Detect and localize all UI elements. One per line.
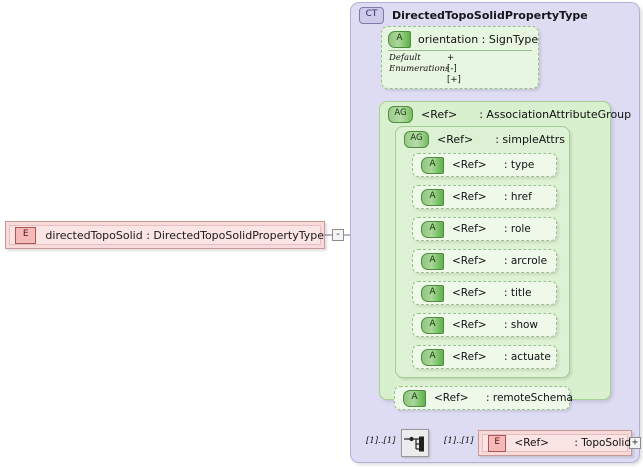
facet-key: Enumerations bbox=[389, 64, 450, 74]
child-element-label: <Ref> : TopoSolid bbox=[514, 437, 631, 449]
type-text: : title bbox=[504, 287, 532, 299]
attribute-label: <Ref> : remoteSchema bbox=[434, 392, 573, 404]
type-text: : TopoSolid bbox=[574, 437, 631, 449]
attribute-row-href[interactable]: A <Ref> : href bbox=[412, 185, 557, 209]
attribute-badge: A bbox=[421, 316, 444, 334]
attribute-row-show[interactable]: A <Ref> : show bbox=[412, 313, 557, 337]
attribute-row-title[interactable]: A <Ref> : title bbox=[412, 281, 557, 305]
attribute-label: <Ref> : type bbox=[452, 159, 534, 171]
ref-text: <Ref> bbox=[452, 159, 487, 171]
type-text: : type bbox=[504, 159, 535, 171]
type-text: : remoteSchema bbox=[486, 392, 573, 404]
facet-key bbox=[389, 75, 447, 86]
attribute-row-actuate[interactable]: A <Ref> : actuate bbox=[412, 345, 557, 369]
ref-text: <Ref> bbox=[452, 351, 487, 363]
complex-type-title: DirectedTopoSolidPropertyType bbox=[392, 9, 588, 22]
type-text: : simpleAttrs bbox=[495, 133, 565, 146]
element-badge: E bbox=[488, 434, 507, 452]
ref-text: <Ref> bbox=[514, 437, 549, 449]
divider bbox=[388, 50, 532, 51]
attribute-badge: A bbox=[421, 156, 444, 174]
type-text: : href bbox=[504, 191, 532, 203]
complex-type-badge: CT bbox=[359, 7, 384, 24]
type-text: : AssociationAttributeGroup bbox=[479, 108, 632, 121]
orientation-facets: Default + Enumerations [-] [+] bbox=[389, 53, 461, 86]
attribute-label: <Ref> : arcrole bbox=[452, 255, 547, 267]
attribute-group-badge: AG bbox=[388, 106, 413, 123]
complex-type-header: CT DirectedTopoSolidPropertyType bbox=[359, 7, 588, 24]
attribute-badge: A bbox=[388, 31, 411, 48]
attribute-group-simple-attrs-header: AG <Ref> : simpleAttrs bbox=[404, 131, 565, 148]
facet-row: Default + bbox=[389, 53, 461, 64]
ref-text: <Ref> bbox=[452, 223, 487, 235]
attribute-label: <Ref> : title bbox=[452, 287, 531, 299]
expand-toggle-toposolid[interactable]: + bbox=[629, 437, 641, 449]
collapse-toggle-root[interactable]: - bbox=[332, 229, 344, 241]
attribute-group-association-header: AG <Ref> : AssociationAttributeGroup bbox=[388, 106, 631, 123]
attribute-row-remote-schema[interactable]: A <Ref> : remoteSchema bbox=[394, 386, 573, 410]
attribute-group-badge: AG bbox=[404, 131, 429, 148]
ref-text: <Ref> bbox=[452, 319, 487, 331]
facet-value: + bbox=[447, 53, 455, 63]
root-element-inner-fill bbox=[9, 225, 321, 245]
facet-value: [+] bbox=[447, 75, 461, 85]
ref-text: <Ref> bbox=[434, 392, 469, 404]
ref-text: <Ref> bbox=[452, 191, 487, 203]
attribute-badge: A bbox=[421, 348, 444, 366]
cardinality-label-left: [1]..[1] bbox=[366, 436, 396, 446]
attribute-label: <Ref> : role bbox=[452, 223, 531, 235]
type-text: : show bbox=[504, 319, 539, 331]
type-text: : arcrole bbox=[504, 255, 548, 267]
root-element-label: directedTopoSolid : DirectedTopoSolidPro… bbox=[45, 228, 324, 242]
attribute-row-arcrole[interactable]: A <Ref> : arcrole bbox=[412, 249, 557, 273]
attribute-label: <Ref> : show bbox=[452, 319, 538, 331]
attribute-group-simple-attrs-label: <Ref> : simpleAttrs bbox=[437, 133, 565, 146]
ref-text: <Ref> bbox=[452, 255, 487, 267]
attribute-badge: A bbox=[421, 220, 444, 238]
attribute-badge: A bbox=[421, 188, 444, 206]
orientation-attribute-title: orientation : SignType bbox=[418, 33, 539, 46]
attribute-row-role[interactable]: A <Ref> : role bbox=[412, 217, 557, 241]
orientation-attribute-header: A orientation : SignType bbox=[388, 31, 538, 48]
sequence-icon[interactable] bbox=[401, 429, 429, 457]
attribute-badge: A bbox=[421, 252, 444, 270]
child-element-toposolid[interactable]: E <Ref> : TopoSolid bbox=[478, 430, 632, 456]
attribute-badge: A bbox=[403, 389, 426, 407]
facet-row: [+] bbox=[389, 75, 461, 86]
ref-text: <Ref> bbox=[421, 108, 458, 121]
attribute-group-association-label: <Ref> : AssociationAttributeGroup bbox=[421, 108, 631, 121]
attribute-label: <Ref> : href bbox=[452, 191, 532, 203]
orientation-attribute-card[interactable]: A orientation : SignType Default + Enume… bbox=[381, 26, 539, 89]
child-element-inner-fill bbox=[482, 434, 628, 452]
ref-text: <Ref> bbox=[452, 287, 487, 299]
cardinality-label-right: [1]..[1] bbox=[444, 436, 474, 446]
attribute-badge: A bbox=[421, 284, 444, 302]
root-element-box[interactable]: E directedTopoSolid : DirectedTopoSolidP… bbox=[5, 221, 325, 249]
element-badge: E bbox=[15, 226, 37, 244]
facet-key: Default bbox=[389, 53, 421, 63]
attribute-row-type[interactable]: A <Ref> : type bbox=[412, 153, 557, 177]
attribute-label: <Ref> : actuate bbox=[452, 351, 551, 363]
facet-row: Enumerations [-] bbox=[389, 64, 461, 75]
ref-text: <Ref> bbox=[437, 133, 474, 146]
type-text: : role bbox=[504, 223, 531, 235]
facet-value: [-] bbox=[447, 64, 457, 74]
type-text: : actuate bbox=[504, 351, 551, 363]
